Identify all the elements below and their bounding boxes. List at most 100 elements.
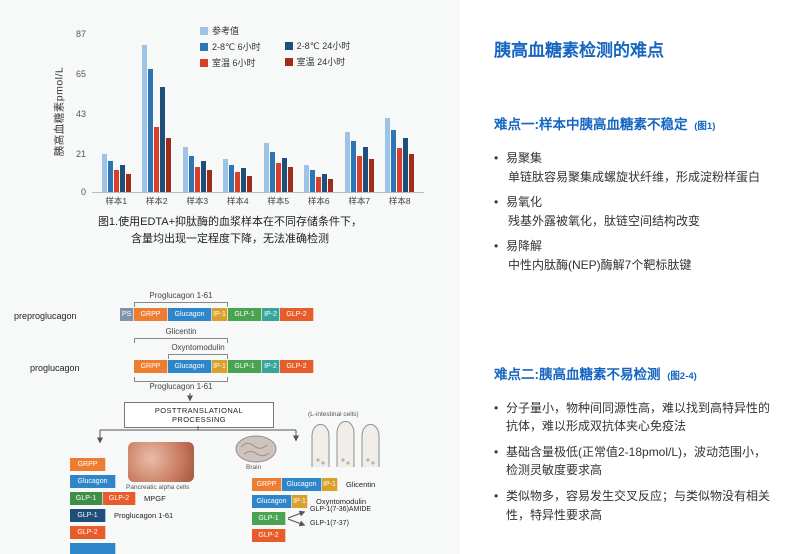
bar <box>160 86 166 192</box>
segment-ip-1: IP-1 <box>212 308 228 321</box>
bar <box>269 152 275 192</box>
segment-ip-1: IP-1 <box>292 495 308 508</box>
row-label: Proglucagon 1-61 <box>114 511 174 520</box>
segment-ip-2: IP-2 <box>262 308 280 321</box>
bar <box>235 172 241 192</box>
caption-line-2: 含量均出现一定程度下降，无法准确检测 <box>131 233 329 246</box>
legend-swatch <box>284 57 293 66</box>
bar <box>148 68 154 192</box>
section-1-items: •易聚集单链肽容易聚集成螺旋状纤维，形成淀粉样蛋白•易氧化残基外露被氧化，肽链空… <box>494 149 774 275</box>
glp1-product-amide: GLP-1(7-36)AMIDE <box>310 506 372 513</box>
segment-glp-1: GLP-1 <box>70 492 103 505</box>
segment-glp-1: GLP-1 <box>228 360 262 373</box>
y-tick-label: 65 <box>75 68 86 79</box>
bar-group: 样本1 <box>96 34 137 206</box>
x-tick-label: 样本3 <box>186 196 209 206</box>
diagram-row-grpp-left: GRPP <box>70 458 114 471</box>
segment-grpp: GRPP <box>70 458 106 471</box>
bracket-oxyntomodulin: Oxyntomodulin <box>168 343 228 359</box>
bullet-text: 类似物多，容易发生交叉反应；与类似物没有相关性，特异性要求高 <box>506 488 771 522</box>
bar <box>281 157 287 192</box>
section-1-figure-ref: (图1) <box>694 121 716 132</box>
bar <box>182 146 188 192</box>
segment-glp-2: GLP-2 <box>70 526 106 539</box>
caption-line-1: 图1.使用EDTA+抑肽酶的血浆样本在不同存储条件下， <box>97 216 363 228</box>
y-tick-label: 21 <box>75 148 86 159</box>
bar <box>142 44 148 192</box>
x-tick-label: 样本6 <box>307 196 330 206</box>
bar-cluster <box>344 34 374 192</box>
row-label: Glicentin <box>346 480 376 489</box>
pancreas-caption: Pancreatic alpha cells <box>126 484 190 491</box>
brain-caption: Brain <box>246 464 262 471</box>
legend-item: 2-8℃ 6小时 <box>200 40 261 53</box>
bullet-dot: • <box>494 151 499 165</box>
bar <box>166 137 172 192</box>
segment-grpp: GRPP <box>134 308 168 321</box>
bracket-line <box>134 301 228 307</box>
figure-1-caption: 图1.使用EDTA+抑肽酶的血浆样本在不同存储条件下， 含量均出现一定程度下降，… <box>50 214 410 248</box>
brain-illustration <box>234 434 278 469</box>
bullet-text: 基础含量极低(正常值2-18pmol/L)，波动范围小，检测灵敏度要求高 <box>506 444 767 478</box>
processing-line-2: PROCESSING <box>171 415 226 424</box>
bullet-dot: • <box>494 239 499 254</box>
bar-group: 样本5 <box>258 34 299 206</box>
bar <box>263 142 269 192</box>
bar <box>101 153 107 192</box>
diagram-row-glucagon-left: Glucagon <box>70 475 124 488</box>
bar <box>206 170 212 192</box>
section-1-heading: 难点一:样本中胰高血糖素不稳定 (图1) <box>494 113 774 133</box>
legend-label: 室温 6小时 <box>212 58 256 68</box>
bullet-dot: • <box>494 488 499 503</box>
bar-cluster <box>304 34 334 192</box>
bullet-text: 易氧化 <box>506 195 543 210</box>
x-tick-label: 样本2 <box>145 196 168 206</box>
bar-cluster <box>101 34 131 192</box>
x-tick-label: 样本4 <box>226 196 249 206</box>
bar <box>194 166 200 192</box>
diagram-row-glp1-left: GLP-1 Proglucagon 1-61 <box>70 509 173 522</box>
bar <box>362 146 368 192</box>
bar <box>229 164 235 192</box>
legend-swatch <box>200 58 208 67</box>
bracket-glicentin: Glicentin <box>134 327 228 343</box>
diagram-row-cutoff <box>70 543 124 554</box>
row-label: Oxyntomodulin <box>316 497 367 506</box>
section-1-heading-text: 难点一:样本中胰高血糖素不稳定 <box>494 117 688 132</box>
legend-item: 室温 24小时 <box>284 55 351 68</box>
processing-line-1: POSTTRANSLATIONAL <box>154 405 244 415</box>
legend-item: 参考值 <box>200 24 261 37</box>
x-tick-label: 样本1 <box>105 196 128 206</box>
bar <box>188 155 194 192</box>
segment-block <box>70 543 116 554</box>
section-difficulty-2: 难点二:胰高血糖素不易检测 (图2-4) •分子量小，物种间同源性高，难以找到高… <box>494 363 774 525</box>
bar <box>154 126 160 192</box>
bar <box>322 173 328 192</box>
bar-group: 样本2 <box>137 34 178 206</box>
legend-column: 参考值 2-8℃ 6小时室温 6小时 <box>200 24 261 69</box>
bullet-text: 易降解 <box>506 239 543 254</box>
preproglucagon-label: preproglucagon <box>14 311 77 321</box>
segment-ip-1: IP-1 <box>322 478 338 491</box>
legend-swatch <box>284 41 293 50</box>
proglucagon-label: proglucagon <box>30 363 80 373</box>
legend-label: 2-8℃ 6小时 <box>212 42 261 52</box>
section-2-items: •分子量小，物种间同源性高，难以找到高特异性的抗体，难以形成双抗体夹心免疫法•基… <box>494 399 774 525</box>
bracket-line <box>134 377 228 382</box>
row-label: MPGF <box>144 494 166 503</box>
segment-ps: PS <box>120 308 134 321</box>
bar <box>391 130 397 192</box>
bar <box>200 161 206 192</box>
diagram-row-glp2-right: GLP-2 <box>252 529 294 542</box>
segment-glp-1: GLP-1 <box>228 308 262 321</box>
bar <box>344 132 350 192</box>
bracket-label: Oxyntomodulin <box>171 343 225 352</box>
bar <box>125 173 131 192</box>
segment-glucagon: Glucagon <box>252 495 292 508</box>
bracket-line <box>134 337 228 343</box>
segment-grpp: GRPP <box>134 360 168 373</box>
section-2-figure-ref: (图2-4) <box>667 370 697 382</box>
